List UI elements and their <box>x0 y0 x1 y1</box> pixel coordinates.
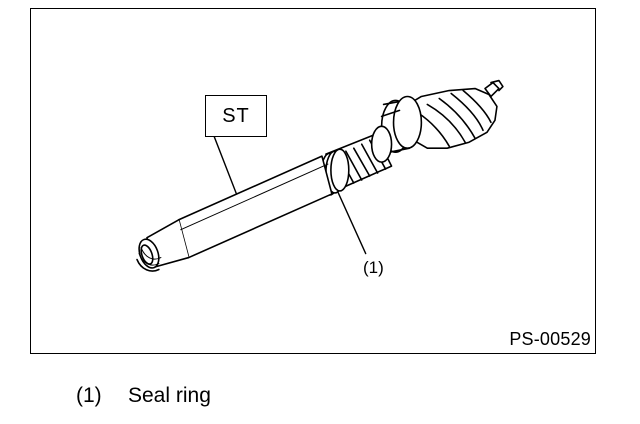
callout-seal-ring: (1) <box>363 258 384 277</box>
legend-item: (1) Seal ring <box>76 384 211 408</box>
seal-ring-leader-line <box>337 191 367 255</box>
legend-number: (1) <box>76 384 102 407</box>
figure-frame: ST (1) PS-00529 <box>30 8 596 354</box>
legend: (1) Seal ring <box>76 384 211 408</box>
special-tool-label-text: ST <box>222 104 250 127</box>
legend-text: Seal ring <box>128 384 211 407</box>
pinion-shaft-illustration <box>136 79 504 272</box>
special-tool-sleeve <box>136 155 333 272</box>
st-leader-line <box>209 126 238 195</box>
special-tool-label: ST <box>205 95 267 137</box>
figure-code: PS-00529 <box>509 329 591 349</box>
pinion-gear-icon <box>400 79 504 149</box>
